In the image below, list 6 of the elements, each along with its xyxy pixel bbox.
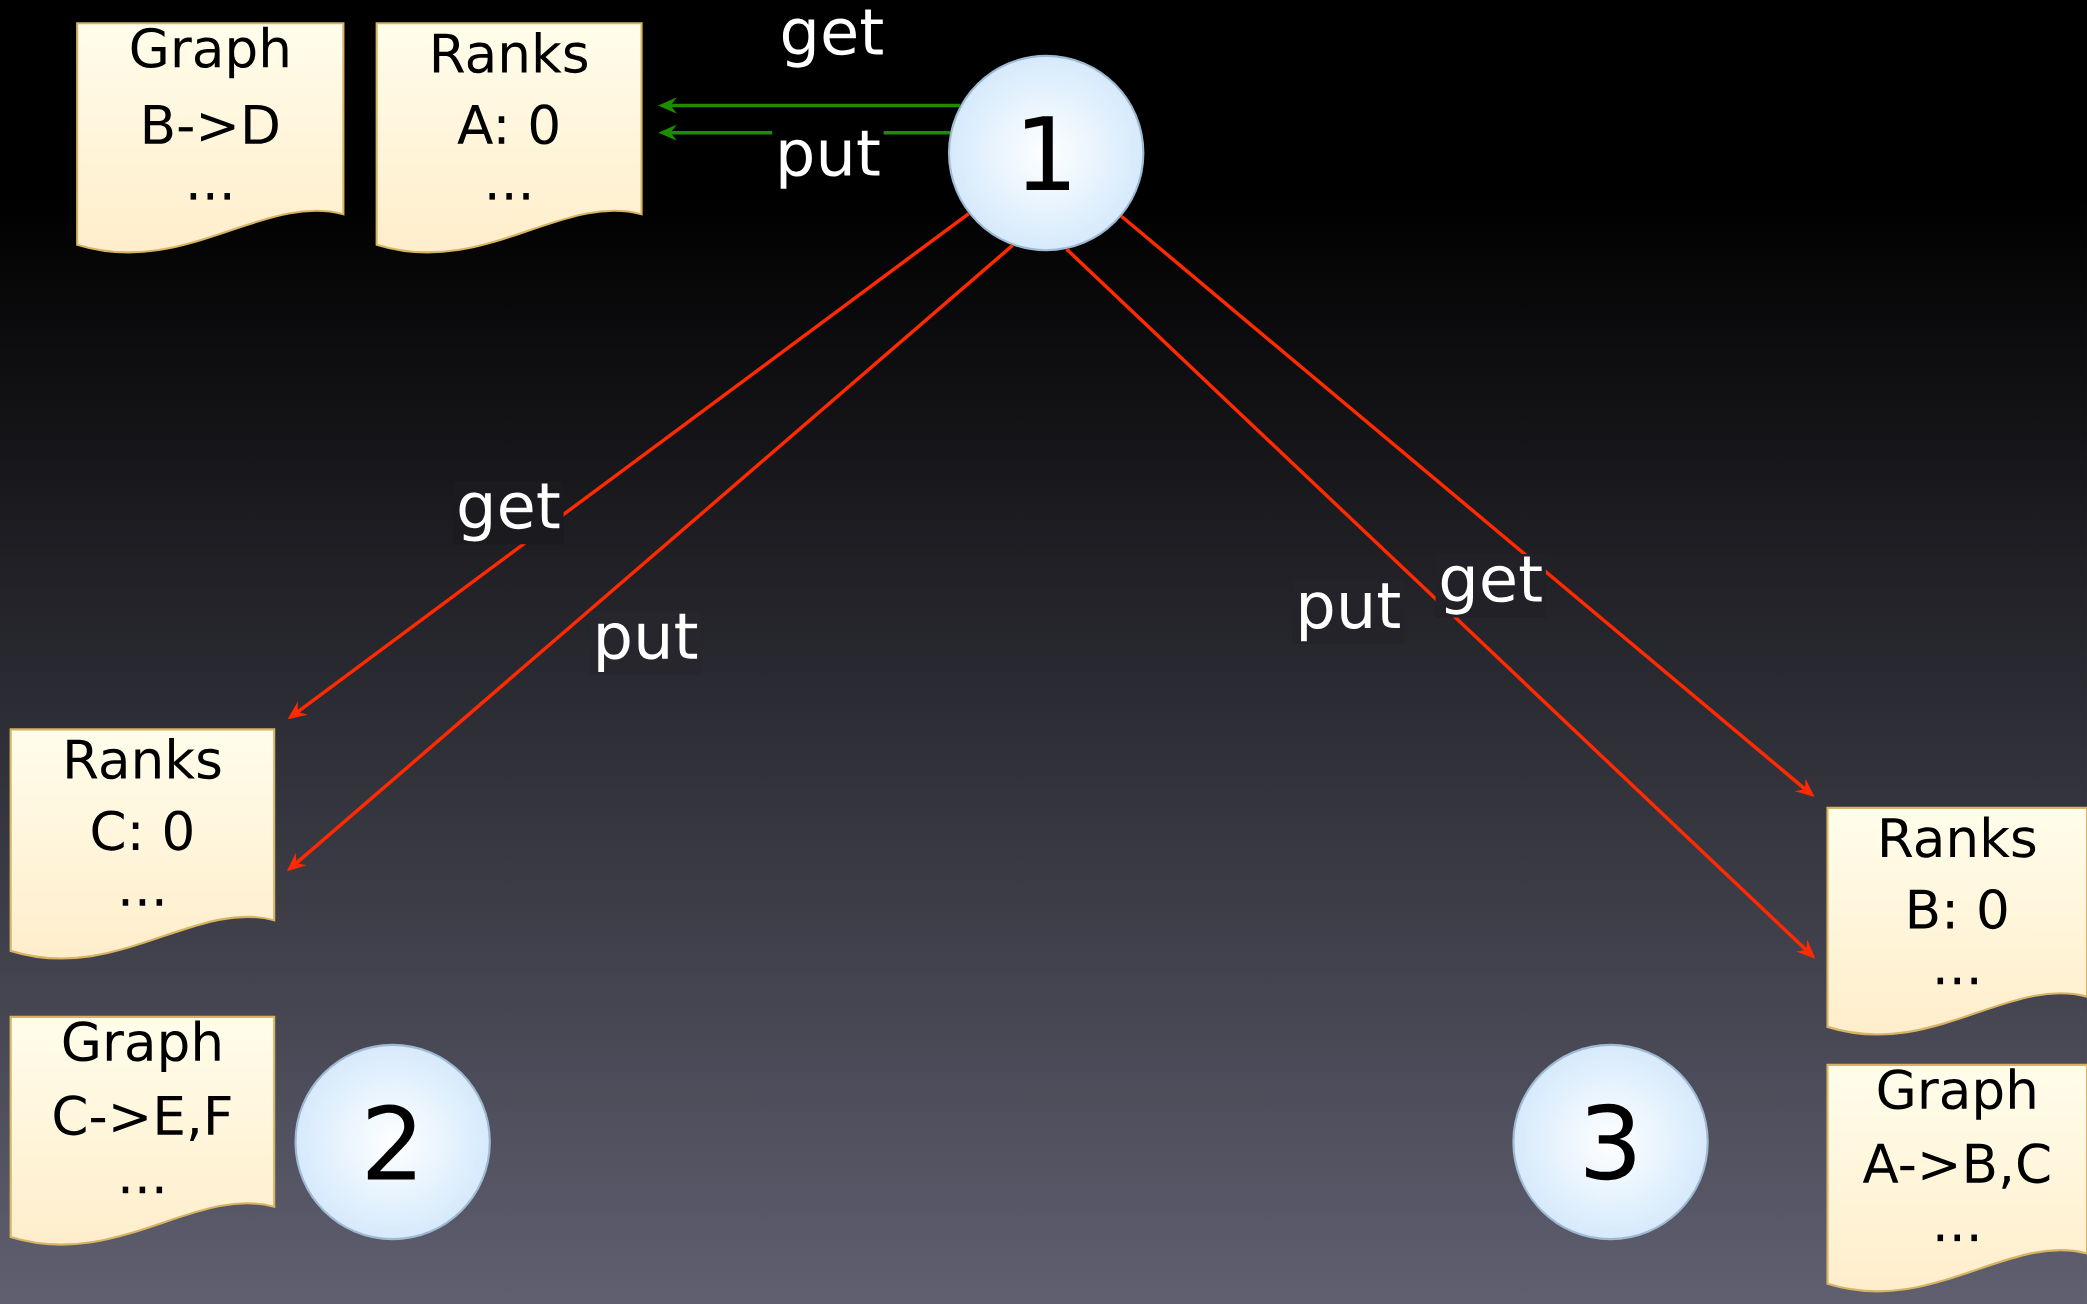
edge-label: get [776,6,887,71]
edge-label: put [1292,580,1405,644]
edge-label: get [453,480,564,544]
edge-label: get [1435,553,1546,618]
edge-label: put [772,127,884,192]
edge-label: put [589,610,702,675]
